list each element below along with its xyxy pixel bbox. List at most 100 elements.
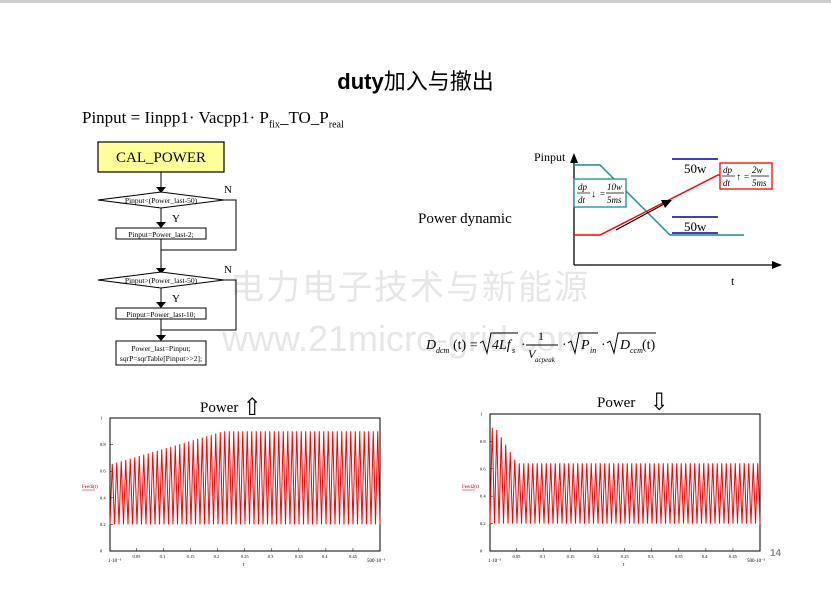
plot-right-xstart: 1·10⁻³ [488, 558, 502, 564]
dcm-frac-num: 1 [538, 329, 544, 343]
plot-right-xtick-label: 0.1 [540, 554, 546, 559]
dcm-sqrt2: P [580, 338, 590, 353]
plot-right-xtick-label: 0.35 [675, 554, 684, 559]
dcm-lhs: D [425, 338, 436, 353]
plot-left-xtick-label: 0.45 [349, 554, 358, 559]
up-arrow-icon: ↑ [736, 172, 741, 183]
plot-right-xtick-label: 0.2 [594, 554, 600, 559]
svg-text:=: = [600, 189, 605, 199]
plot-right-xtick-label: 0.05 [513, 554, 522, 559]
dcm-dot-2: · [562, 338, 567, 353]
plot-right-ylabel: Feed2(t) [462, 485, 479, 490]
plot-left-ytick-label: 0.8 [100, 442, 106, 447]
plot-right-xtick-label: 0.3 [648, 554, 654, 559]
power-down-plot: Feed2(t) 1·10⁻³ 500·10⁻³ t 0 0.2 0.4 0.6 0.8… [462, 412, 766, 568]
plot-left-ytick-label: 0.2 [100, 522, 106, 527]
dcm-dot-3: · [601, 338, 606, 353]
dcm-sqrt2-sub: in [590, 346, 596, 355]
power-up-plot: Feedi(t) 1·10⁻³ 500·10⁻³ t 0 0.2 0.4 0.6 0.8… [82, 416, 386, 568]
pinput-formula: Pinput = Iinpp1· Vacpp1· Pfix_TO_Preal [82, 108, 344, 130]
dcm-lhs-arg: (t) = [453, 338, 478, 353]
plot-left-xtick-label: 0.15 [187, 554, 196, 559]
dynamic-box-bottom: 50w [684, 219, 707, 234]
flow-no-2: N [224, 264, 232, 276]
plot-left-xtick-label: 0.2 [214, 554, 220, 559]
flow-decision-1-text: Pinput<(Power_last-50) [125, 196, 198, 205]
plot-left-ytick-label: 0 [100, 549, 103, 554]
plot-left-xtick-label: 0.25 [241, 554, 250, 559]
dcm-formula: D dcm (t) = 4Lf s · 1 V acpeak · P in · … [425, 329, 656, 364]
formula-mid: _TO_P [279, 108, 329, 127]
top-border [0, 0, 831, 3]
up-rate-val-num: 2w [752, 165, 763, 175]
dcm-sqrt3-arg: (t) [642, 338, 656, 353]
flow-final-box [115, 340, 207, 366]
title-english: duty [337, 69, 384, 94]
plot-left-xtick-label: 0.1 [160, 554, 166, 559]
flow-start-text: CAL_POWER [116, 150, 206, 166]
up-rate-val-den: 5ms [752, 178, 767, 188]
flow-yes-1: Y [172, 213, 180, 225]
title-chinese: 加入与撤出 [383, 70, 494, 95]
plot-right-ytick-label: 0.8 [480, 439, 486, 444]
plot-left-xtick-label: 0.4 [322, 554, 328, 559]
dcm-frac-den-sub: acpeak [535, 356, 556, 364]
plot-right-ytick-label: 0.4 [480, 494, 486, 499]
dcm-lhs-sub: dcm [436, 346, 450, 355]
formula-lhs: Pinput = Iinpp1· Vacpp1· P [82, 108, 269, 127]
plot-left-ytick-label: 0.6 [100, 469, 106, 474]
power-up-text: Power [200, 400, 239, 416]
up-rate-num: dp [723, 165, 733, 175]
plot-left-xtick-label: 0.3 [268, 554, 274, 559]
plot-left-xtick-label: 0.05 [133, 554, 142, 559]
page-title: duty加入与撤出 [0, 64, 831, 96]
plot-left-ylabel: Feedi(t) [82, 485, 98, 490]
dynamic-down-line [574, 164, 744, 236]
dynamic-y-label: Pinput [534, 150, 566, 164]
power-up-label: Power ⇧ [200, 393, 262, 422]
flow-decision-2-text: Pinput>(Power_last-50) [125, 276, 198, 285]
plot-right-ytick-label: 0 [480, 549, 483, 554]
plot-right-xtick-label: 0.25 [621, 554, 630, 559]
page-number: 14 [770, 548, 782, 559]
down-arrow-icon: ⇩ [649, 390, 670, 416]
power-dynamic-label: Power dynamic [418, 211, 512, 227]
plot-right-ytick-label: 1 [480, 412, 482, 417]
dynamic-x-label: t [731, 274, 735, 288]
plot-right-frame [489, 413, 761, 552]
plot-left-xlabel: t [243, 563, 245, 568]
plot-left-ytick-label: 1 [100, 416, 102, 421]
plot-right-xtick-label: 0.45 [729, 554, 738, 559]
flow-final-text-2: sqrP=sqrTable[Pinput>>2]; [120, 354, 202, 363]
down-rate-den: dt [578, 195, 586, 205]
svg-text:=: = [744, 172, 749, 182]
plot-left-ytick-label: 0.4 [100, 495, 106, 500]
plot-right-xtick-label: 0.4 [702, 554, 708, 559]
plot-right-xend: 500·10⁻³ [747, 558, 766, 564]
dcm-sqrt1: 4Lf [492, 338, 513, 353]
power-down-text: Power [597, 395, 636, 411]
dcm-frac-den: V [528, 347, 537, 361]
formula-sub-real: real [328, 119, 344, 131]
down-rate-val-num: 10w [607, 182, 622, 192]
flow-no-1: N [224, 184, 232, 196]
plot-right-xlabel: t [623, 563, 625, 568]
flow-action-2-text: Pinput=Power_last-10; [126, 310, 195, 319]
flow-yes-2: Y [172, 293, 180, 305]
up-rate-den: dt [723, 178, 731, 188]
plot-right-ytick-label: 0.6 [480, 466, 486, 471]
dynamic-box-top: 50w [684, 161, 707, 176]
plot-left-xtick-label: 0.35 [295, 554, 304, 559]
up-arrow-icon: ⇧ [242, 395, 263, 421]
formula-sub-fix: fix [268, 119, 280, 131]
plot-right-ytick-label: 0.2 [480, 521, 486, 526]
dcm-dot-1: · [521, 338, 526, 353]
down-arrow-icon: ↓ [591, 189, 596, 200]
flow-final-text-1: Power_last=Pinput; [131, 344, 190, 353]
plot-left-xstart: 1·10⁻³ [108, 558, 122, 564]
dcm-sqrt3-sub: ccm [630, 346, 643, 355]
power-down-label: Power ⇩ [597, 388, 669, 417]
dcm-sqrt3: D [619, 338, 630, 353]
flowchart: CAL_POWER Pinput<(Power_last-50) Y N Pin… [97, 141, 237, 366]
plot-left-xend: 500·10⁻³ [367, 558, 386, 564]
